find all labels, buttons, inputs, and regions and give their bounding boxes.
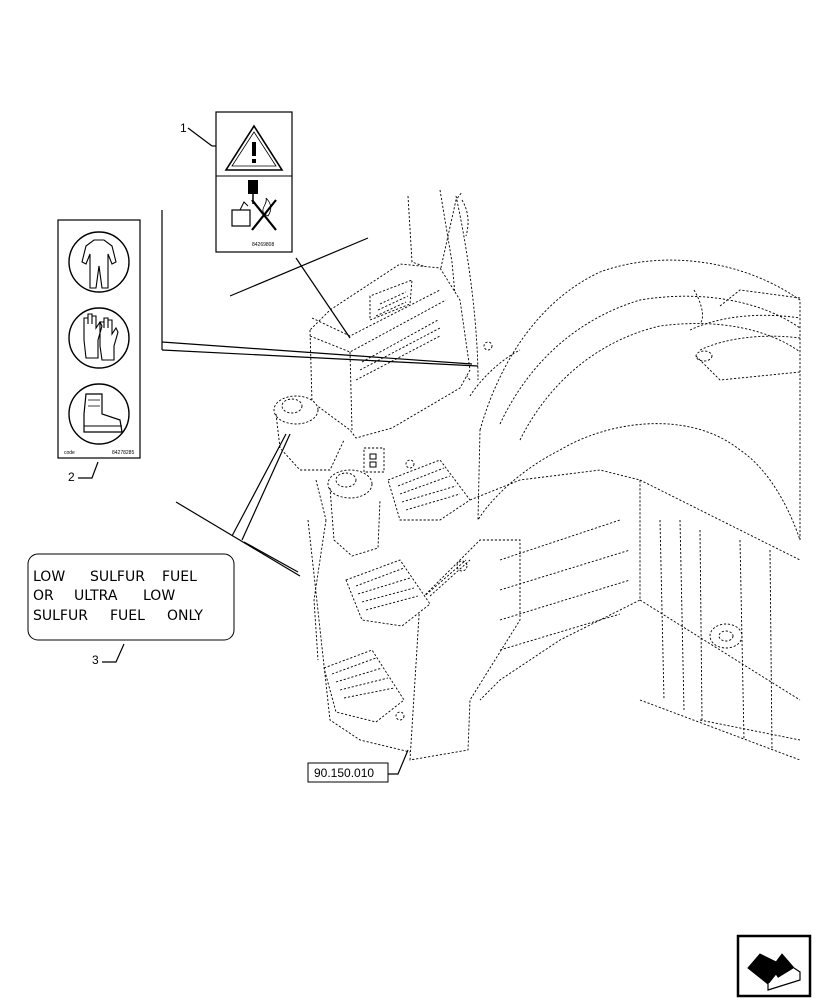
fuel-line-2: OR ULTRA LOW: [33, 588, 175, 604]
decal-2[interactable]: code 84278285: [57, 219, 141, 459]
fuel-line-2-word-3: LOW: [143, 588, 175, 604]
tractor-illustration: [273, 189, 801, 761]
decal-1-code: 84269808: [252, 242, 274, 248]
callout-2-leader: [78, 461, 99, 479]
fuel-line-3-word-1: SULFUR: [33, 608, 88, 624]
decal-1[interactable]: 84269808: [215, 111, 293, 253]
fuel-line-2-word-2: ULTRA: [74, 588, 118, 604]
fuel-line-1-word-2: SULFUR: [90, 569, 145, 585]
gloves-icon: [68, 307, 130, 369]
callout-1-leader: [187, 127, 213, 147]
next-page-arrow-icon[interactable]: [736, 934, 812, 998]
fuel-line-3: SULFUR FUEL ONLY: [33, 608, 203, 624]
fuel-line-1: LOW SULFUR FUEL: [33, 569, 197, 585]
fuel-line-3-word-2: FUEL: [110, 608, 145, 624]
safety-boot-icon: [68, 383, 130, 445]
fuel-line-1-word-1: LOW: [33, 569, 65, 585]
reference-leader: [388, 749, 409, 775]
callout-2-number: 2: [68, 470, 75, 484]
fuel-line-1-word-3: FUEL: [162, 569, 197, 585]
coverall-icon: [68, 231, 130, 293]
reference-label: 90.150.010: [314, 766, 374, 780]
leader-lines: [161, 210, 479, 577]
callout-3-leader: [102, 643, 125, 663]
fuel-line-2-word-1: OR: [33, 588, 54, 604]
no-flame-refuel-icon: [231, 180, 277, 231]
warning-triangle-icon: [224, 124, 284, 171]
reference-link[interactable]: 90.150.010: [307, 749, 409, 783]
callout-3-number: 3: [92, 653, 99, 667]
decal-2-code-right: 84278285: [112, 450, 134, 456]
decal-2-code-left: code: [64, 450, 75, 456]
callout-1-number: 1: [180, 121, 187, 135]
decal-3[interactable]: LOW SULFUR FUEL OR ULTRA LOW SULFUR FUEL…: [27, 553, 235, 641]
fuel-line-3-word-3: ONLY: [167, 608, 203, 624]
